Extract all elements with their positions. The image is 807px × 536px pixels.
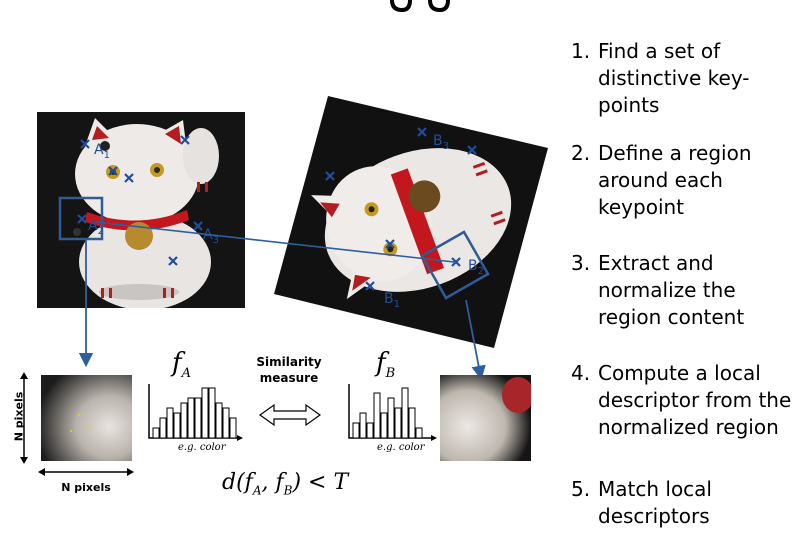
vertical-axis-label: N pixels [12, 391, 26, 442]
histogram-b-bar [359, 412, 367, 439]
eg-label-a: e.g. color [178, 442, 226, 453]
histogram-b-axis-arrow [431, 435, 437, 441]
step-item: 3. Extract and normalize the region cont… [571, 251, 745, 329]
histogram-b-bar [366, 422, 374, 439]
histogram-a-bar [208, 387, 216, 439]
distance-formula: d(fA, fB) < T [222, 470, 349, 498]
histogram-b-bar [352, 422, 360, 439]
histogram-a-bar [201, 387, 209, 439]
fa-label: fA [172, 348, 192, 382]
patch-a-image [41, 375, 132, 461]
step-item: 2. Define a region around each keypoint [571, 141, 752, 219]
keypoint-marker [77, 214, 87, 224]
keypoint-marker [124, 173, 134, 183]
step-item: 4. Compute a local descriptor from the n… [571, 361, 792, 439]
fb-label: fB [376, 348, 396, 382]
label-b3: B3 [433, 133, 449, 152]
label-a3: A3 [203, 227, 219, 246]
step-item: 1. Find a set of distinctive key-points [571, 39, 750, 117]
step-item: 5. Match local descriptors [571, 477, 712, 528]
keypoint-marker [365, 281, 375, 291]
histogram-a-bar [166, 407, 174, 439]
label-b1: B1 [384, 291, 400, 310]
histogram-a-bar [173, 412, 181, 439]
patch-b-image [440, 375, 531, 461]
histogram-a-bar [215, 402, 223, 439]
histogram-b-bar [387, 397, 395, 439]
histogram-a-bar [222, 407, 230, 439]
histogram-b-bar [373, 392, 381, 439]
histogram-a-bar [194, 397, 202, 439]
similarity-measure-label: Similarity measure [256, 355, 322, 385]
histogram-b-bar [380, 412, 388, 439]
eg-label-b: e.g. color [377, 442, 425, 453]
region-box-a2 [58, 196, 104, 241]
keypoint-marker [180, 135, 190, 145]
label-b2: B2 [468, 258, 484, 277]
keypoint-marker [467, 145, 477, 155]
histogram-a-bar [229, 417, 237, 439]
double-arrow-icon [258, 403, 322, 427]
vertical-size-arrow [20, 372, 28, 464]
label-a2: A2 [88, 218, 104, 237]
histogram-b-bar [408, 407, 416, 439]
horizontal-size-arrow [38, 468, 134, 476]
histogram-a-axis-arrow [237, 435, 243, 441]
histogram-b [348, 384, 437, 441]
keypoint-marker [80, 139, 90, 149]
histogram-b-bar [401, 387, 409, 439]
histogram-a [148, 384, 243, 441]
keypoint-marker [417, 127, 427, 137]
histogram-a-bar [187, 397, 195, 439]
left-cat-image [37, 112, 245, 308]
keypoint-marker [325, 171, 335, 181]
right-cat-image [274, 96, 548, 348]
histogram-a-bar [159, 417, 167, 439]
histogram-a-bar [180, 402, 188, 439]
keypoint-marker [108, 166, 118, 176]
label-a1: A1 [94, 142, 110, 161]
histogram-b-bar [394, 407, 402, 439]
histogram-b-bar [415, 427, 423, 439]
histogram-a-bar [152, 427, 160, 439]
horizontal-axis-label: N pixels [61, 481, 111, 494]
title-fragment [390, 0, 450, 13]
